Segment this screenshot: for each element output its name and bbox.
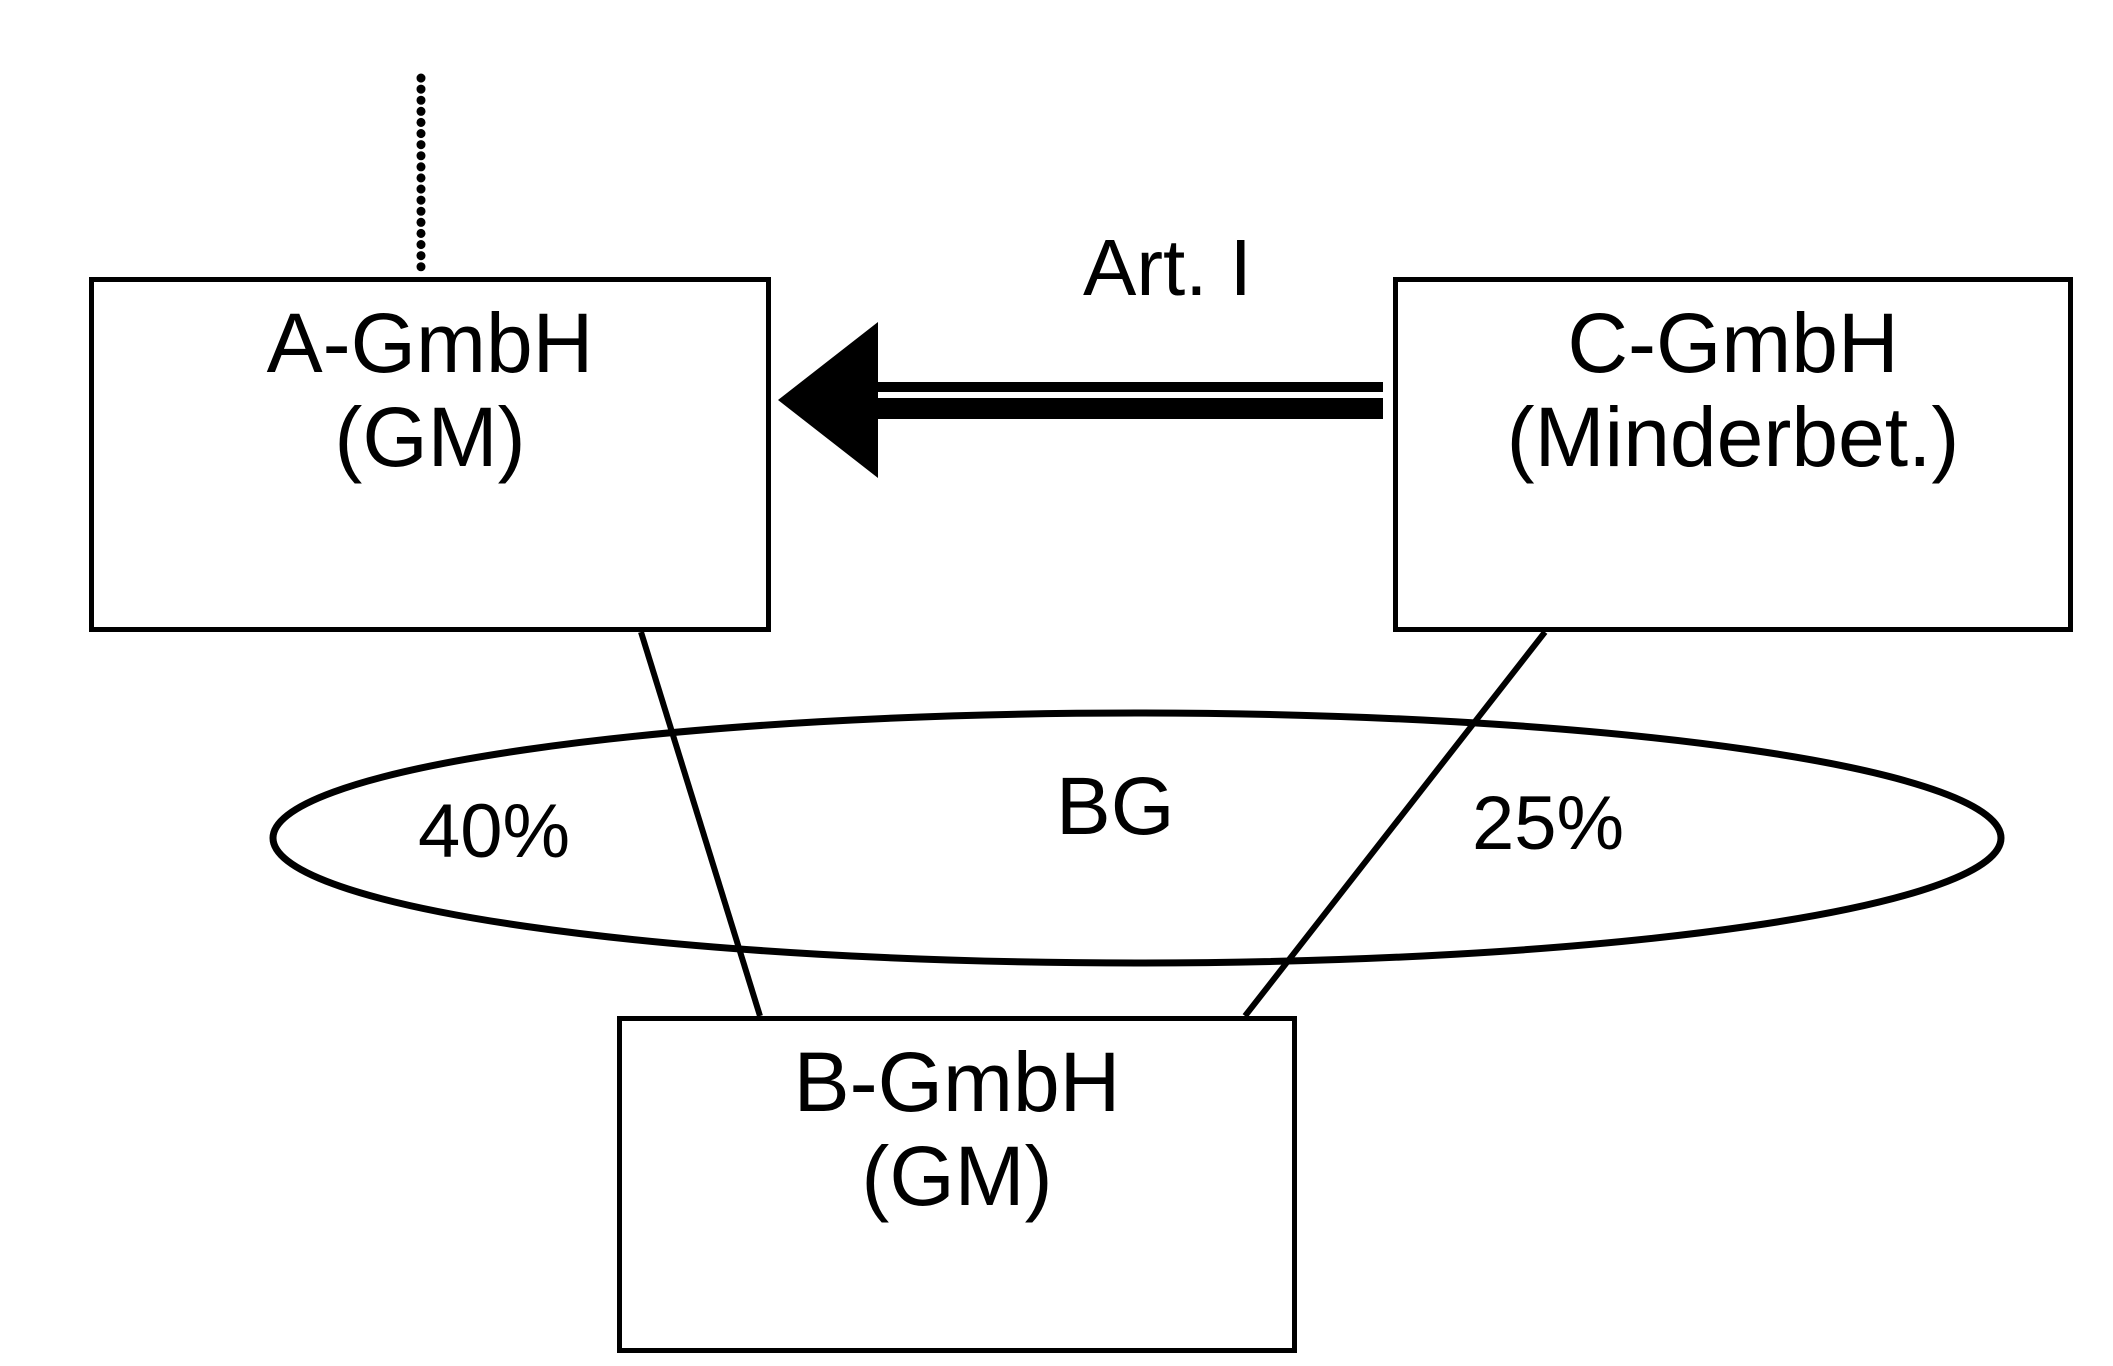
node-c-gmbh-line-1: C-GmbH xyxy=(1567,296,1899,390)
group-label-bg: BG xyxy=(1056,761,1175,852)
edge-label-25-percent: 25% xyxy=(1472,781,1625,866)
node-b-gmbh[interactable]: B-GmbH (GM) xyxy=(617,1016,1297,1353)
node-c-gmbh-line-2: (Minderbet.) xyxy=(1506,390,1960,485)
edge-label-art-i: Art. I xyxy=(1083,223,1252,312)
bg-group-ellipse xyxy=(269,709,2005,967)
shareholding-line-c-to-b xyxy=(1242,630,1548,1018)
node-b-gmbh-line-1: B-GmbH xyxy=(793,1035,1121,1129)
node-a-gmbh[interactable]: A-GmbH (GM) xyxy=(89,277,771,632)
node-a-gmbh-line-1: A-GmbH xyxy=(266,296,594,390)
shareholding-line-a-to-b xyxy=(638,631,763,1017)
edge-label-40-percent: 40% xyxy=(418,789,571,874)
node-a-gmbh-line-2: (GM) xyxy=(334,390,526,485)
node-b-gmbh-line-2: (GM) xyxy=(861,1129,1053,1224)
control-arrow-c-to-a xyxy=(778,322,1383,478)
node-c-gmbh[interactable]: C-GmbH (Minderbet.) xyxy=(1393,277,2073,632)
